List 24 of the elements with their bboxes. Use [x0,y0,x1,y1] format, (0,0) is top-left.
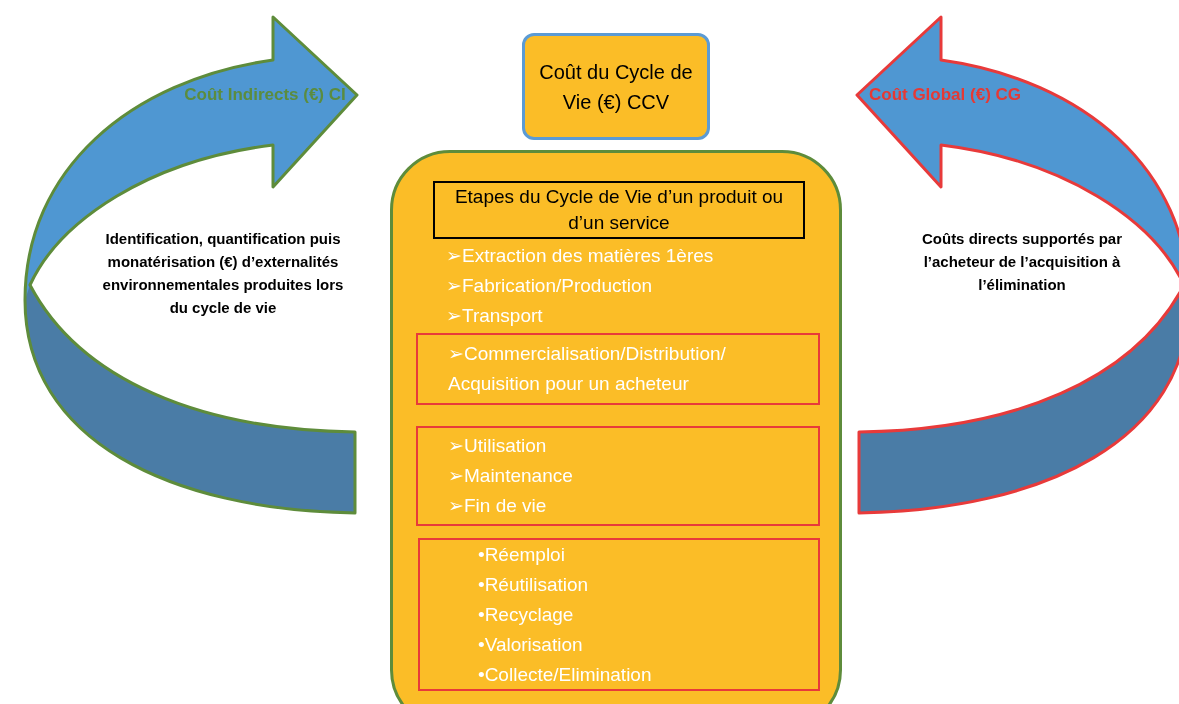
stage-item: ➢Fabrication/Production [446,274,654,298]
description-text: Identification, quantification puis monatérisation (€) d’externalités environnementales produites lors du cycle de vie [101,229,345,318]
arrow-label: Coût Indirects (€) CI [183,84,347,106]
stage-item: •Recyclage [478,602,575,627]
stage-item: ➢Commercialisation/Distribution/ Acquisition pour un acheteur [448,342,727,396]
box-title: Coût du Cycle de Vie (€) CCV [538,59,694,115]
heading-box [433,181,805,239]
stage-item: •Réutilisation [478,572,590,597]
stage-item: ➢Extraction des matières 1ères [446,244,714,268]
stage-group-box [416,426,820,526]
stage-item: ➢Transport [446,304,544,328]
stage-item: •Valorisation [478,632,584,657]
stage-item: •Réemploi [478,542,566,567]
lifecycle-panel [390,150,842,704]
cost-box [522,33,710,140]
heading-text: Etapes du Cycle de Vie d’un produit ou d’un service [453,185,785,235]
stage-item: ➢Maintenance [448,464,574,488]
stage-group-box [416,333,820,405]
description-text: Coûts directs supportés par l’acheteur de l’acquisition à l’élimination [920,229,1123,295]
stage-item: ➢Utilisation [448,434,548,458]
stage-group-box [418,538,820,691]
stage-item: •Collecte/Elimination [478,662,653,687]
arrow-label: Coût Global (€) CG [867,84,1022,106]
stage-item: ➢Fin de vie [448,494,548,518]
